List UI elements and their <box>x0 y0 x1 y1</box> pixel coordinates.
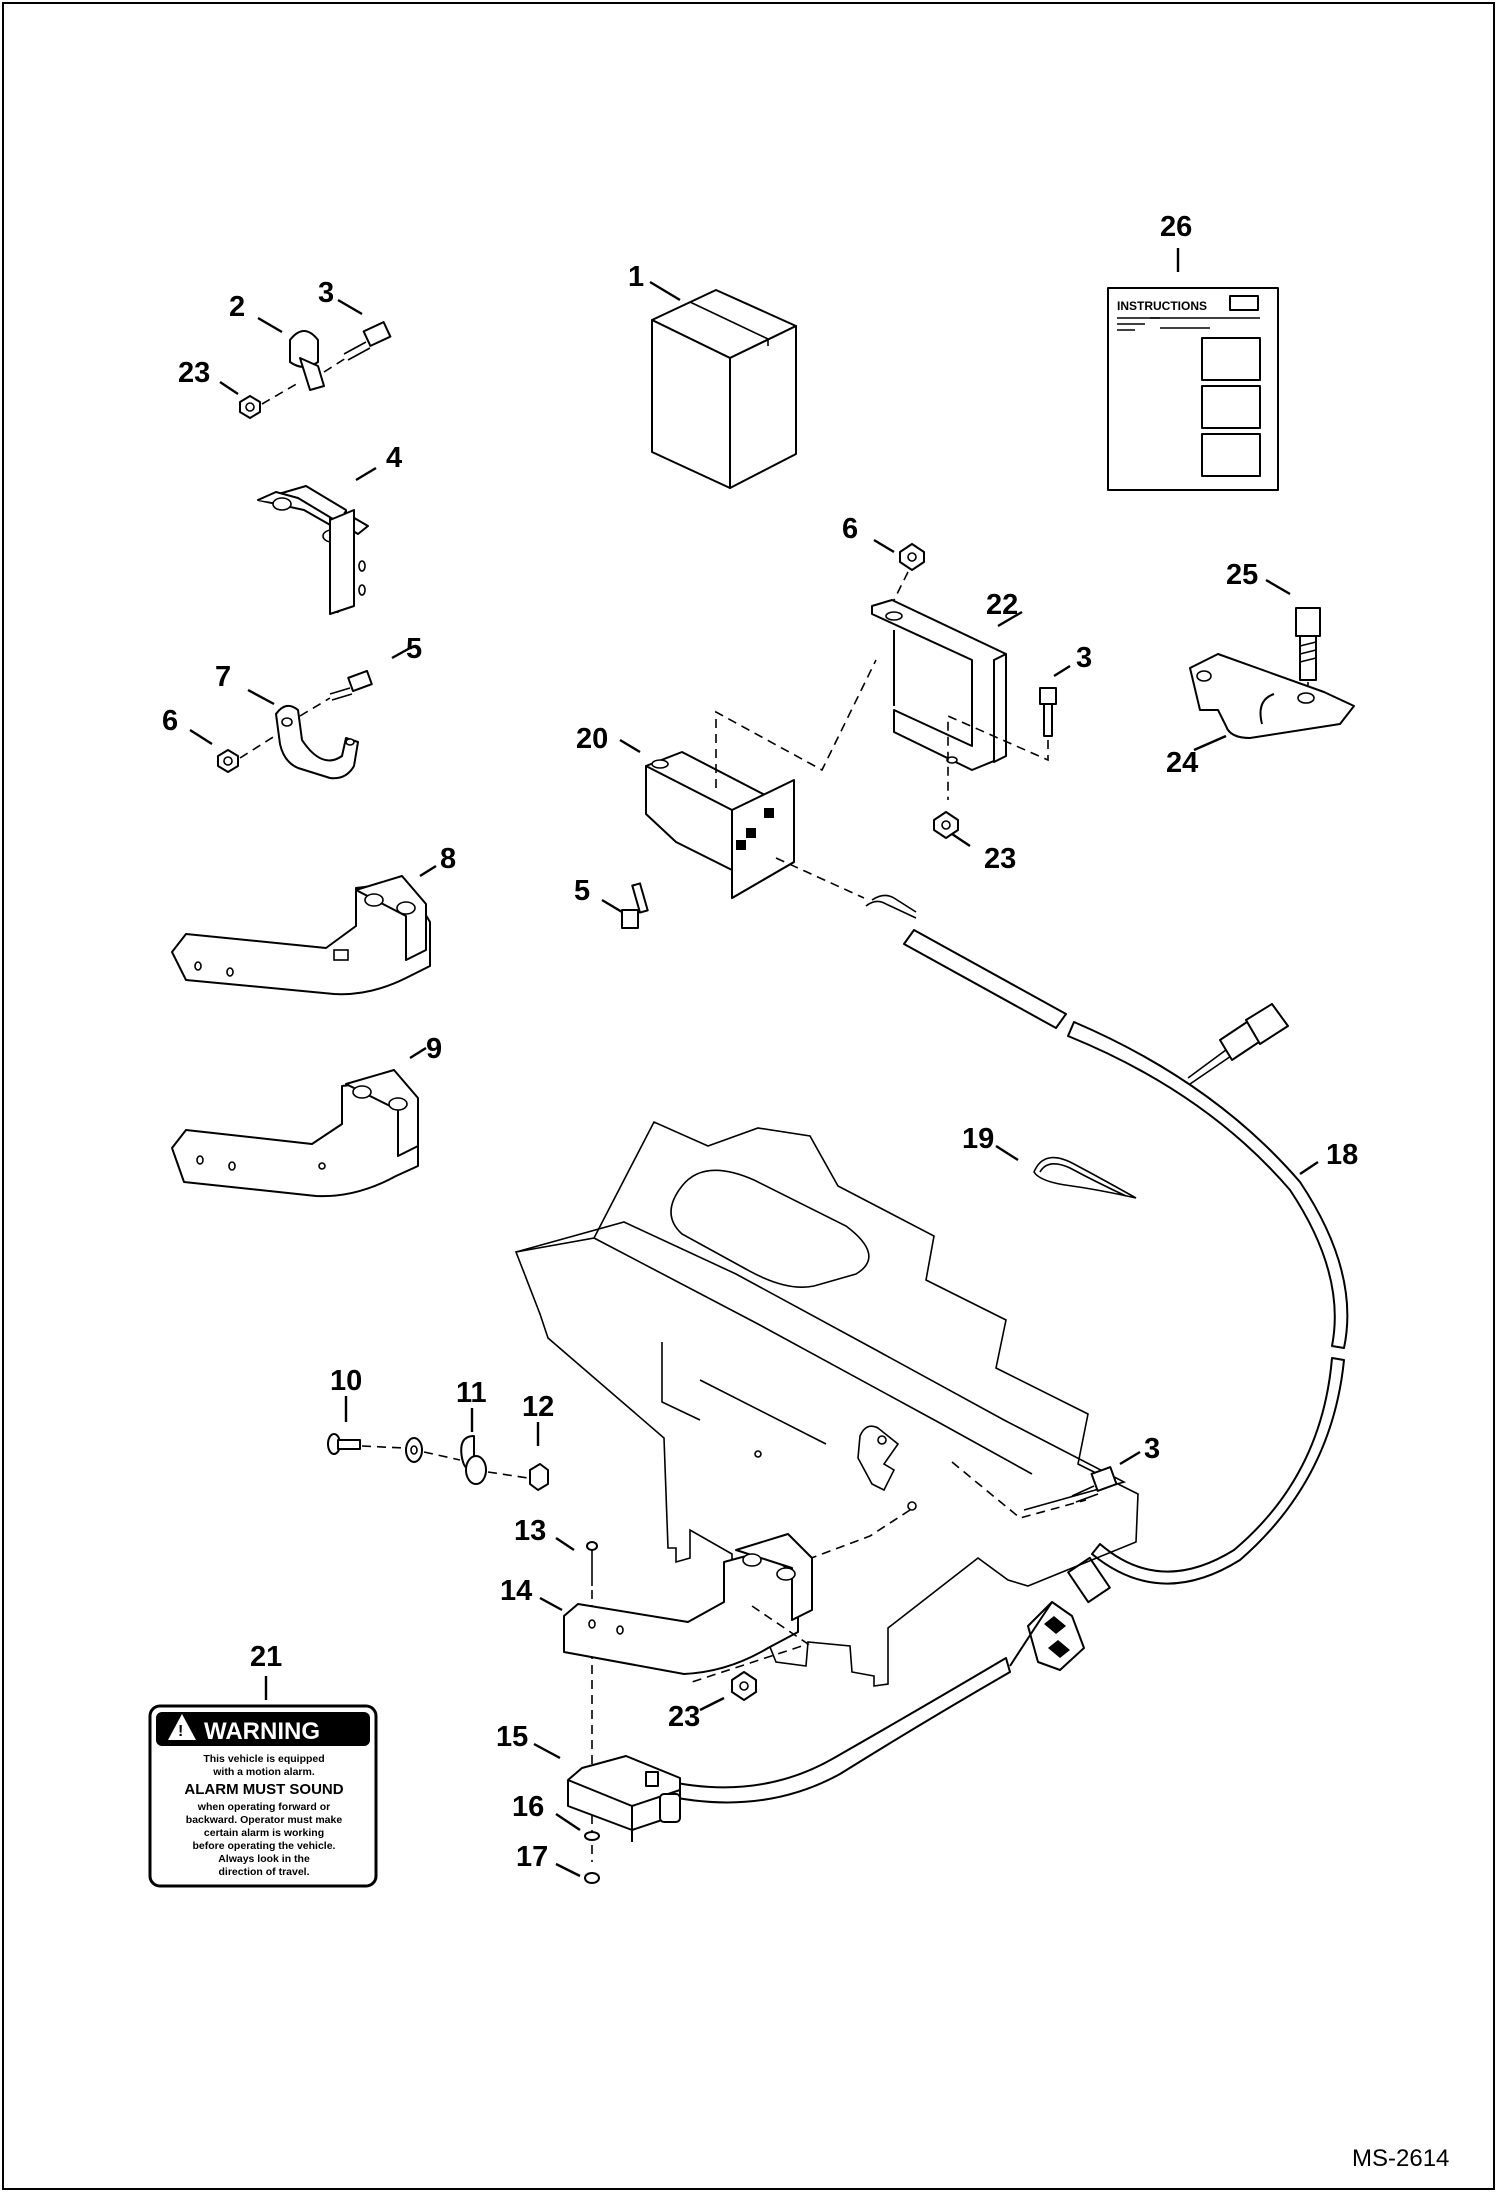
callout-10: 10 <box>330 1365 362 1397</box>
part-19-cable-tie <box>1033 1156 1137 1199</box>
part-25-hex-bolt <box>1295 607 1321 681</box>
callout-23: 23 <box>178 357 210 389</box>
part-10-washer <box>405 1437 423 1463</box>
callout-17: 17 <box>516 1841 548 1873</box>
callout-2: 2 <box>229 291 245 323</box>
warning-line: Always look in the <box>218 1853 310 1865</box>
drawing-code: MS-2614 <box>1352 2145 1449 2172</box>
callout-6: 6 <box>162 705 178 737</box>
callout-3: 3 <box>1076 642 1092 674</box>
callout-19: 19 <box>962 1123 994 1155</box>
callout-16: 16 <box>512 1791 544 1823</box>
callout-12: 12 <box>522 1391 554 1423</box>
part-9-mounting-bracket <box>171 1069 419 1198</box>
callout-22: 22 <box>986 589 1018 621</box>
part-3-bolt-bracket <box>1039 687 1057 737</box>
part-10-carriage-bolt <box>327 1433 361 1455</box>
part-13-screw <box>586 1541 598 1586</box>
warning-line: before operating the vehicle. <box>193 1840 336 1852</box>
callout-13: 13 <box>514 1515 546 1547</box>
warning-line: This vehicle is equipped <box>203 1753 324 1765</box>
warning-line: when operating forward or <box>197 1801 330 1813</box>
callout-14: 14 <box>500 1575 532 1607</box>
part-16-lock-washer <box>584 1831 600 1841</box>
part-6-nut-upper <box>899 543 925 571</box>
part-23-nut-lower <box>731 1671 757 1701</box>
part-14-switch-bracket <box>563 1533 813 1675</box>
callout-1: 1 <box>628 261 644 293</box>
callout-15: 15 <box>496 1721 528 1753</box>
callout-labels: 1 2 3 3 3 4 5 5 6 6 7 8 9 10 11 12 13 14… <box>162 211 1358 1873</box>
callout-21: 21 <box>250 1641 282 1673</box>
part-23-nut-top-left <box>239 395 261 419</box>
part-2-cable-clamp <box>289 330 325 391</box>
warning-line: certain alarm is working <box>204 1827 324 1839</box>
callout-3: 3 <box>318 277 334 309</box>
part-15-switch <box>567 1755 681 1842</box>
part-24-plate <box>1189 653 1355 739</box>
part-20-motion-alarm <box>645 751 795 899</box>
part-11-spacer <box>460 1435 487 1485</box>
callout-23: 23 <box>668 1701 700 1733</box>
warning-line: backward. Operator must make <box>186 1814 343 1826</box>
part-3-bolt-top-left <box>343 321 392 361</box>
part-7-clamp-bracket <box>275 704 359 780</box>
part-5-bolt-alarm <box>621 882 649 929</box>
part-23-nut-bracket <box>933 811 959 839</box>
part-12-nut <box>529 1463 549 1491</box>
callout-26: 26 <box>1160 211 1192 243</box>
callout-20: 20 <box>576 723 608 755</box>
callout-7: 7 <box>215 661 231 693</box>
callout-18: 18 <box>1326 1139 1358 1171</box>
part-17-nut <box>584 1872 600 1884</box>
callout-5: 5 <box>406 633 422 665</box>
part-8-mounting-bracket <box>171 875 431 996</box>
part-18-wire-harness <box>657 894 1349 1804</box>
callout-9: 9 <box>426 1033 442 1065</box>
part-22-alarm-bracket <box>871 599 1007 771</box>
callout-4: 4 <box>386 442 402 474</box>
warning-line: ALARM MUST SOUND <box>184 1781 343 1798</box>
instructions-title: INSTRUCTIONS <box>1117 299 1207 313</box>
callout-8: 8 <box>440 843 456 875</box>
part-4-bracket <box>257 485 369 615</box>
callout-5: 5 <box>574 875 590 907</box>
vehicle-frame-section <box>514 1120 1139 1687</box>
callout-24: 24 <box>1166 747 1198 779</box>
part-5-bolt-upper <box>329 670 373 701</box>
svg-text:!: ! <box>178 1723 183 1740</box>
callout-6: 6 <box>842 513 858 545</box>
part-3-bolt-frame <box>1071 1466 1118 1503</box>
callout-3: 3 <box>1144 1433 1160 1465</box>
part-21-warning-decal: ! WARNING This vehicle is equipped with … <box>148 1704 378 1888</box>
warning-line: direction of travel. <box>218 1866 309 1878</box>
leader-lines <box>189 248 1319 1878</box>
warning-header: WARNING <box>204 1718 320 1745</box>
callout-11: 11 <box>456 1377 487 1409</box>
callout-25: 25 <box>1226 559 1258 591</box>
part-6-nut-left <box>217 749 239 773</box>
part-26-instructions-sheet: INSTRUCTIONS <box>1107 287 1279 491</box>
warning-line: with a motion alarm. <box>212 1766 315 1778</box>
callout-23: 23 <box>984 843 1016 875</box>
part-1-box <box>651 289 797 489</box>
